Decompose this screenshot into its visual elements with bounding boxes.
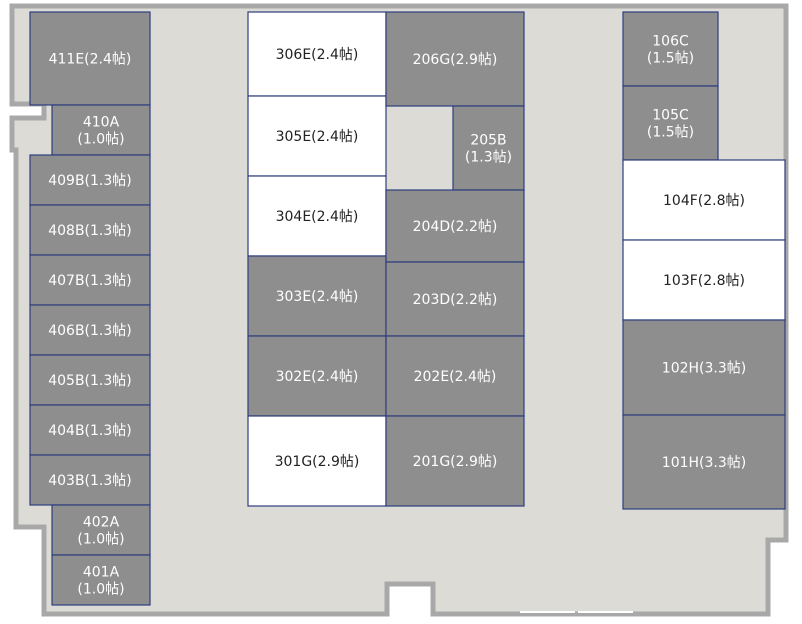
room-label: 406B(1.3帖) — [48, 323, 132, 339]
room-label: 403B(1.3帖) — [48, 473, 132, 489]
room-label: 103F(2.8帖) — [663, 273, 745, 289]
room-305e[interactable]: 305E(2.4帖) — [247, 95, 387, 177]
room-404b[interactable]: 404B(1.3帖) — [29, 404, 151, 456]
room-box[interactable] — [29, 354, 151, 406]
room-label: 305E(2.4帖) — [276, 129, 359, 145]
room-101h[interactable]: 101H(3.3帖) — [622, 414, 786, 510]
room-103f[interactable]: 103F(2.8帖) — [622, 239, 786, 321]
room-label: 106C(1.5帖) — [647, 34, 694, 67]
room-label: 410A(1.0帖) — [77, 115, 124, 148]
room-label: 203D(2.2帖) — [413, 292, 498, 308]
room-408b[interactable]: 408B(1.3帖) — [29, 204, 151, 256]
room-206g[interactable]: 206G(2.9帖) — [385, 11, 525, 107]
room-label: 204D(2.2帖) — [413, 219, 498, 235]
room-label: 301G(2.9帖) — [275, 454, 360, 470]
room-box[interactable] — [29, 454, 151, 506]
room-label: 105C(1.5帖) — [647, 108, 694, 141]
room-box[interactable] — [622, 11, 719, 87]
room-box[interactable] — [247, 175, 387, 257]
room-label: 202E(2.4帖) — [414, 369, 497, 385]
room-302e[interactable]: 302E(2.4帖) — [247, 335, 387, 417]
room-box[interactable] — [385, 11, 525, 107]
room-box[interactable] — [622, 414, 786, 510]
room-box[interactable] — [385, 189, 525, 263]
room-label: 206G(2.9帖) — [413, 52, 498, 68]
room-box[interactable] — [51, 554, 151, 606]
room-304e[interactable]: 304E(2.4帖) — [247, 175, 387, 257]
room-label: 201G(2.9帖) — [413, 454, 498, 470]
room-301g[interactable]: 301G(2.9帖) — [247, 415, 387, 507]
room-label: 401A(1.0帖) — [77, 565, 124, 598]
room-303e[interactable]: 303E(2.4帖) — [247, 255, 387, 337]
room-409b[interactable]: 409B(1.3帖) — [29, 154, 151, 206]
room-104f[interactable]: 104F(2.8帖) — [622, 159, 786, 241]
room-label: 411E(2.4帖) — [49, 52, 132, 68]
room-407b[interactable]: 407B(1.3帖) — [29, 254, 151, 306]
room-label: 306E(2.4帖) — [276, 47, 359, 63]
room-205b[interactable]: 205B(1.3帖) — [452, 105, 525, 191]
room-box[interactable] — [29, 11, 151, 106]
room-box[interactable] — [29, 154, 151, 206]
room-306e[interactable]: 306E(2.4帖) — [247, 11, 387, 97]
room-401a[interactable]: 401A(1.0帖) — [51, 554, 151, 606]
room-202e[interactable]: 202E(2.4帖) — [385, 335, 525, 417]
room-box[interactable] — [452, 105, 525, 191]
room-box[interactable] — [29, 404, 151, 456]
room-box[interactable] — [247, 95, 387, 177]
room-label: 404B(1.3帖) — [48, 423, 132, 439]
room-label: 303E(2.4帖) — [276, 289, 359, 305]
room-box[interactable] — [29, 204, 151, 256]
room-box[interactable] — [29, 254, 151, 306]
room-label: 205B(1.3帖) — [465, 133, 512, 166]
room-411e[interactable]: 411E(2.4帖) — [29, 11, 151, 106]
room-label: 408B(1.3帖) — [48, 223, 132, 239]
room-201g[interactable]: 201G(2.9帖) — [385, 415, 525, 507]
room-label: 405B(1.3帖) — [48, 373, 132, 389]
room-203d[interactable]: 203D(2.2帖) — [385, 261, 525, 337]
room-102h[interactable]: 102H(3.3帖) — [622, 319, 786, 416]
room-box[interactable] — [622, 319, 786, 416]
room-label: 402A(1.0帖) — [77, 515, 124, 548]
room-box[interactable] — [247, 415, 387, 507]
room-box[interactable] — [385, 261, 525, 337]
room-label: 409B(1.3帖) — [48, 173, 132, 189]
room-label: 102H(3.3帖) — [662, 361, 746, 377]
room-406b[interactable]: 406B(1.3帖) — [29, 304, 151, 356]
room-box[interactable] — [385, 415, 525, 507]
room-label: 101H(3.3帖) — [662, 455, 746, 471]
room-box[interactable] — [247, 11, 387, 97]
room-box[interactable] — [247, 255, 387, 337]
room-204d[interactable]: 204D(2.2帖) — [385, 189, 525, 263]
room-box[interactable] — [29, 304, 151, 356]
room-105c[interactable]: 105C(1.5帖) — [622, 85, 719, 161]
room-label: 304E(2.4帖) — [276, 209, 359, 225]
room-label: 302E(2.4帖) — [276, 369, 359, 385]
room-402a[interactable]: 402A(1.0帖) — [51, 504, 151, 556]
room-box[interactable] — [247, 335, 387, 417]
room-403b[interactable]: 403B(1.3帖) — [29, 454, 151, 506]
room-410a[interactable]: 410A(1.0帖) — [51, 104, 151, 156]
room-label: 104F(2.8帖) — [663, 193, 745, 209]
room-106c[interactable]: 106C(1.5帖) — [622, 11, 719, 87]
room-label: 407B(1.3帖) — [48, 273, 132, 289]
room-405b[interactable]: 405B(1.3帖) — [29, 354, 151, 406]
room-box[interactable] — [385, 335, 525, 417]
